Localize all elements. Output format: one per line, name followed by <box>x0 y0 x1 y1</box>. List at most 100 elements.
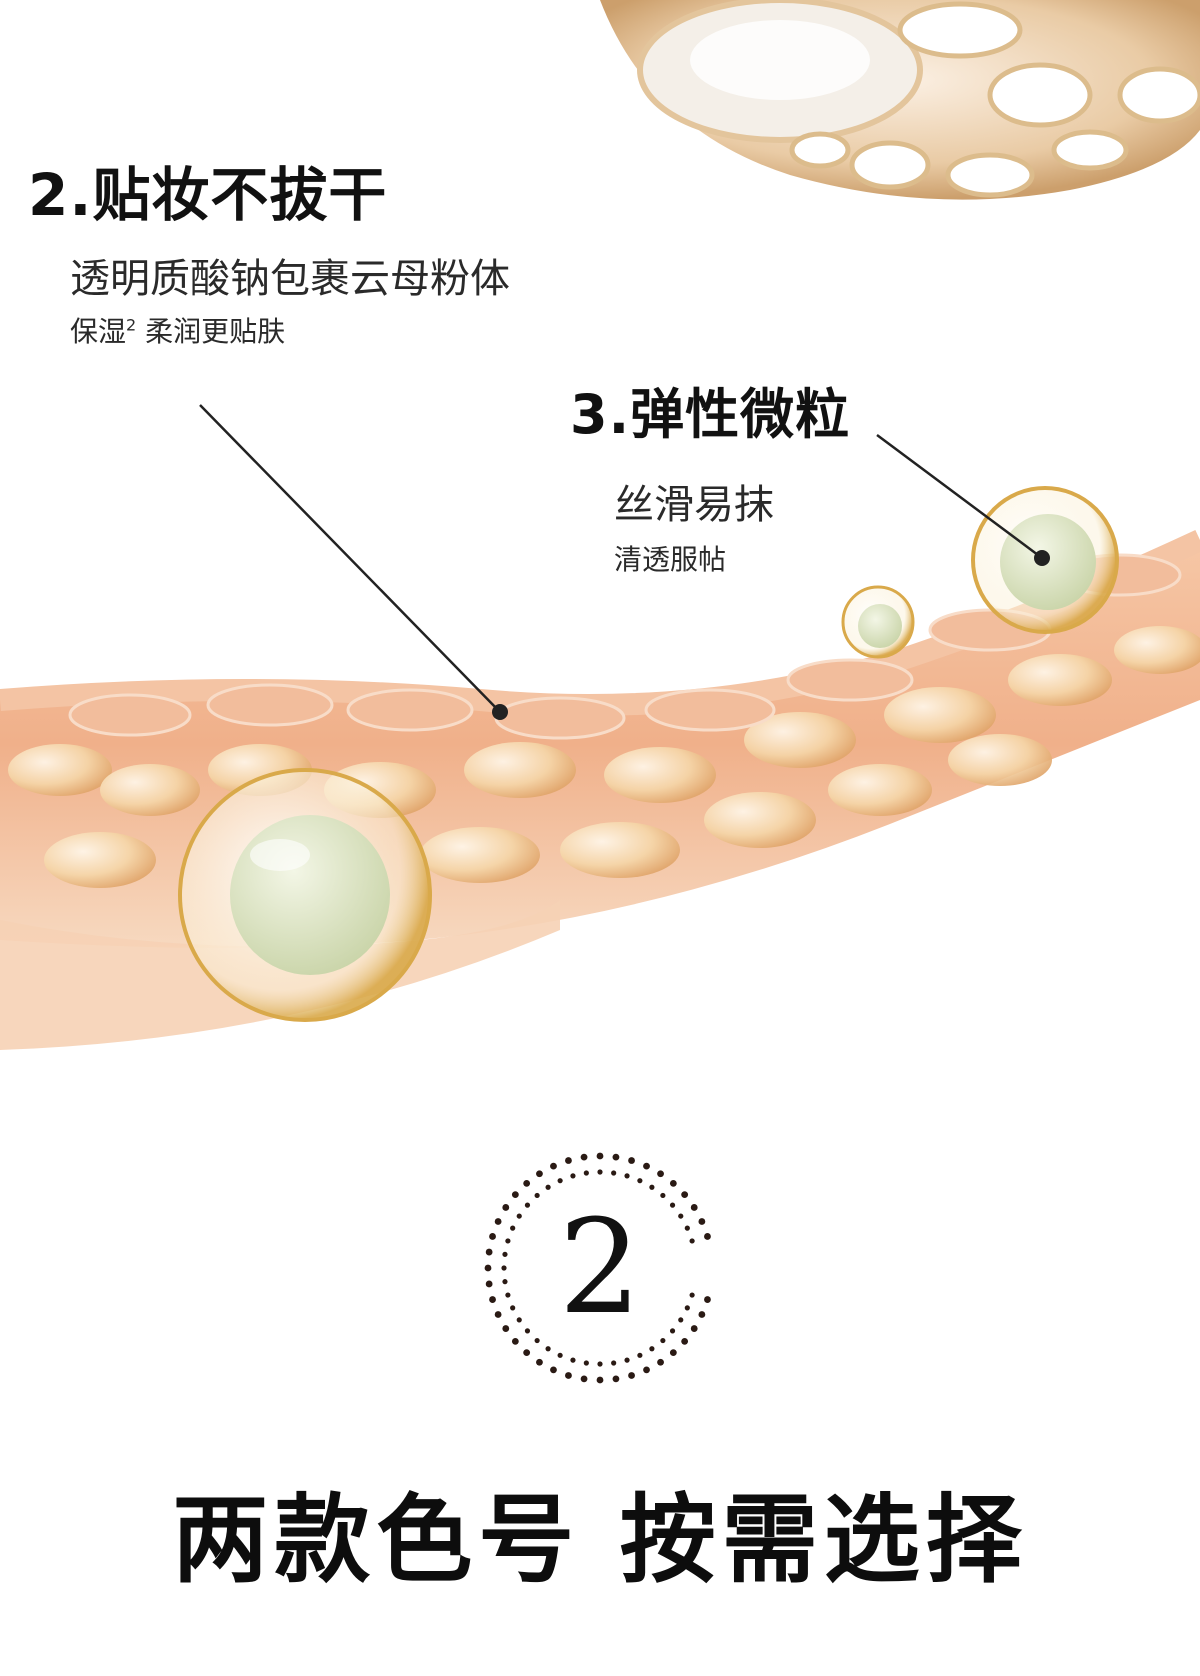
ring-dot <box>669 1328 676 1334</box>
feature3-title: 3.弹性微粒 <box>570 383 851 446</box>
ring-dot <box>501 1265 507 1271</box>
ring-dot <box>505 1238 511 1244</box>
ring-dot <box>649 1184 655 1190</box>
ring-dot <box>628 1157 635 1164</box>
ring-dot <box>502 1251 508 1257</box>
ring-dot <box>484 1264 492 1272</box>
ring-dot <box>489 1233 496 1240</box>
ring-dot <box>534 1192 540 1199</box>
ring-dot <box>494 1218 502 1225</box>
ring-dot <box>678 1317 684 1323</box>
ring-dot <box>545 1184 551 1190</box>
ring-dot <box>624 1173 630 1179</box>
step-number: 2 <box>558 1191 642 1343</box>
ring-dot <box>643 1162 650 1170</box>
ring-dot <box>502 1204 510 1211</box>
ring-dot <box>565 1372 572 1379</box>
ring-dot <box>524 1202 531 1208</box>
ring-dot <box>597 1169 603 1175</box>
ring-dot <box>524 1328 531 1334</box>
ring-dot <box>583 1360 589 1366</box>
capsule-lattice <box>600 0 1200 200</box>
ring-dot <box>502 1325 510 1332</box>
ring-dot <box>611 1170 617 1176</box>
ring-dot <box>557 1178 563 1184</box>
ring-dot <box>550 1162 557 1170</box>
ring-dot <box>570 1173 576 1179</box>
ring-dot <box>596 1376 604 1384</box>
footnote-marker: 2 <box>126 315 137 335</box>
ring-dot <box>494 1311 502 1318</box>
feature3-detail: 清透服帖 <box>614 543 727 576</box>
ring-dot <box>570 1357 576 1363</box>
ring-dot <box>489 1296 496 1303</box>
ring-dot <box>624 1357 630 1363</box>
ring-dot <box>657 1170 664 1178</box>
feature2-detail-main: 保湿 <box>70 315 127 348</box>
ring-dot <box>580 1153 588 1161</box>
ring-dot <box>698 1218 706 1225</box>
leader-line-feature2 <box>199 404 508 720</box>
ring-dot <box>669 1179 677 1187</box>
ring-dot <box>545 1346 551 1352</box>
ring-dot <box>557 1352 563 1358</box>
feature2-description: 透明质酸钠包裹云母粉体 <box>70 256 510 302</box>
ring-dot <box>534 1337 540 1344</box>
ring-dot <box>669 1349 677 1357</box>
ring-dot <box>510 1225 516 1231</box>
ring-dot <box>660 1337 666 1344</box>
ring-dot <box>565 1157 572 1164</box>
ring-dot <box>597 1361 603 1367</box>
ring-dot <box>485 1248 493 1256</box>
ring-dot <box>505 1292 511 1298</box>
section-title: 两款色号 按需选择 <box>172 1484 1028 1596</box>
ring-dot <box>690 1204 698 1211</box>
ring-dot <box>704 1296 711 1303</box>
ring-dot <box>657 1358 664 1366</box>
ring-dot <box>536 1170 543 1178</box>
feature2-detail-rest: 柔润更贴肤 <box>136 315 286 348</box>
feature2-detail: 保湿2 柔润更贴肤 <box>70 310 285 350</box>
ring-dot <box>583 1170 589 1176</box>
ring-dot <box>690 1325 698 1332</box>
ring-dot <box>704 1233 711 1240</box>
ring-dot <box>643 1366 650 1374</box>
ring-dot <box>678 1213 684 1219</box>
ring-dot <box>628 1372 635 1379</box>
small-bubble <box>841 585 915 659</box>
ring-dot <box>510 1305 516 1311</box>
ring-dot <box>523 1179 531 1187</box>
ring-dot <box>596 1152 604 1160</box>
ring-dot <box>681 1191 689 1199</box>
ring-dot <box>612 1375 620 1383</box>
ring-dot <box>511 1191 519 1199</box>
dotted-ring <box>484 1152 711 1384</box>
feature3-description: 丝滑易抹 <box>614 482 774 528</box>
ring-dot <box>660 1192 666 1199</box>
feature2-title: 2.贴妆不拔干 <box>28 161 388 229</box>
ring-dot <box>637 1178 643 1184</box>
ring-dot <box>536 1358 543 1366</box>
ring-dot <box>523 1349 531 1357</box>
ring-dot <box>612 1153 620 1161</box>
ring-dot <box>689 1292 695 1298</box>
ring-dot <box>689 1238 695 1244</box>
ring-dot <box>550 1366 557 1374</box>
ring-dot <box>681 1337 689 1345</box>
ring-dot <box>485 1280 493 1288</box>
ring-dot <box>649 1346 655 1352</box>
ring-dot <box>516 1317 522 1323</box>
ring-dot <box>637 1352 643 1358</box>
ring-dot <box>511 1337 519 1345</box>
ring-dot <box>516 1213 522 1219</box>
ring-dot <box>502 1279 508 1285</box>
leader-line-feature3 <box>876 433 1050 566</box>
ring-dot <box>611 1360 617 1366</box>
ring-dot <box>684 1225 690 1231</box>
ring-dot <box>669 1202 676 1208</box>
ring-dot <box>684 1305 690 1311</box>
ring-dot <box>580 1375 588 1383</box>
large-bubble <box>178 768 432 1022</box>
ring-dot <box>698 1311 706 1318</box>
